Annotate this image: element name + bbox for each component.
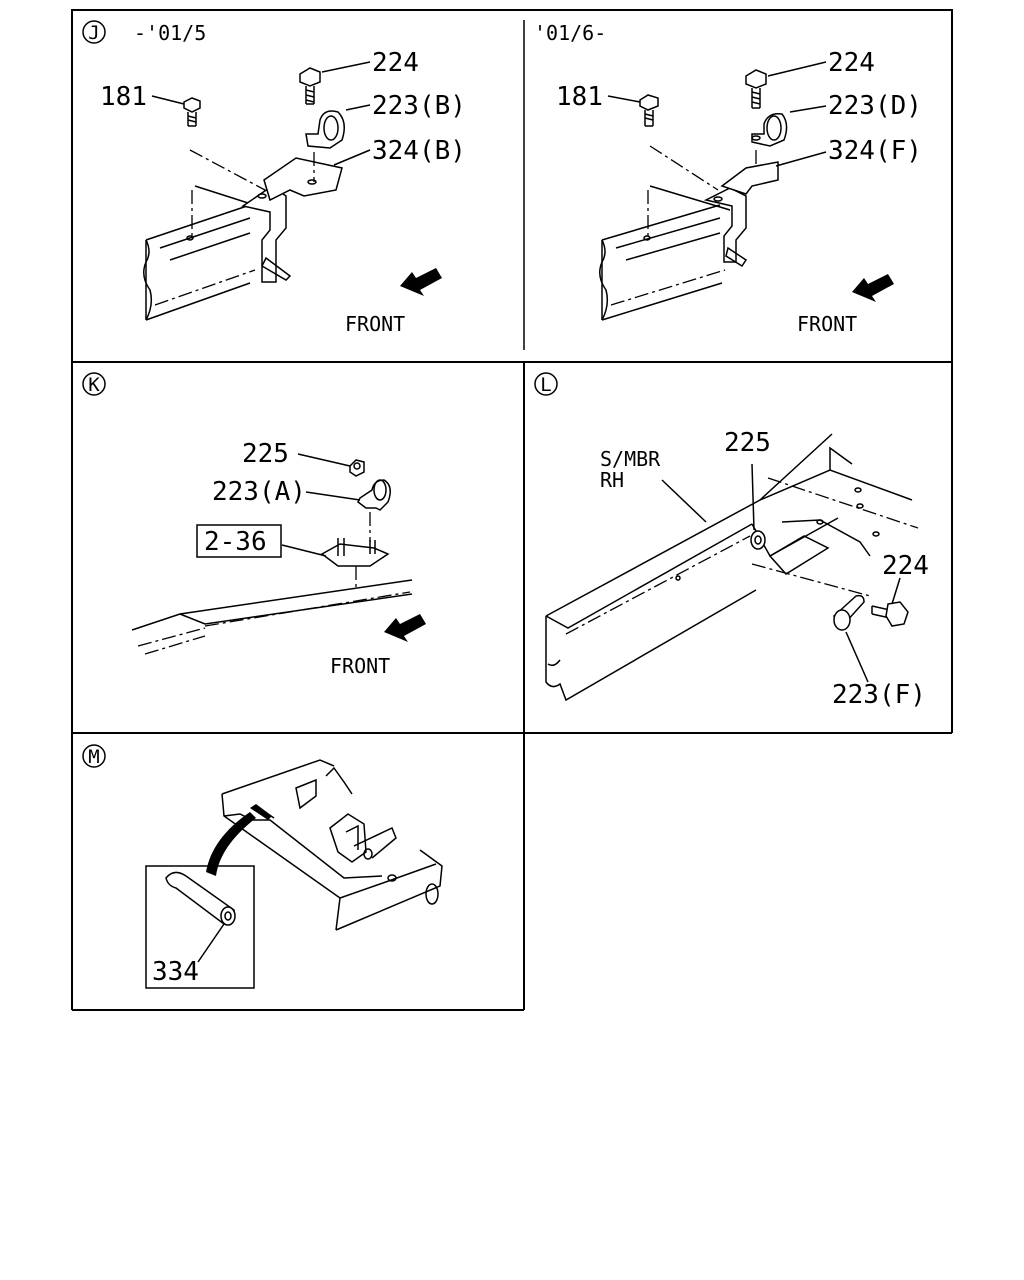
bolt-181-j-left <box>183 97 266 191</box>
front-label-k: FRONT <box>330 654 390 678</box>
frame-rail-k <box>131 579 413 655</box>
bolt-181-j-right <box>639 94 719 191</box>
bracket-324b <box>241 157 343 283</box>
callout-324f: 324(F) <box>828 136 922 166</box>
member-label-line1: S/MBR <box>600 447 661 471</box>
panel-grid <box>71 9 953 1011</box>
clip-223a <box>357 479 391 511</box>
front-arrow-icon <box>400 268 442 296</box>
callout-223a: 223(A) <box>212 477 306 507</box>
ref-box-2-36 <box>196 524 282 558</box>
panel-j-right-range: '01/6- <box>534 21 606 45</box>
callout-223f: 223(F) <box>832 680 926 710</box>
nut-225-l <box>750 530 766 550</box>
panel-m-marker <box>82 744 106 768</box>
callout-223b: 223(B) <box>372 91 466 121</box>
panel-m: M 334 <box>82 744 443 989</box>
bolt-224-j-right <box>745 69 767 109</box>
bolt-224-j-left <box>299 67 321 105</box>
clip-223d <box>751 112 788 164</box>
frame-rail-j-right <box>599 185 731 321</box>
callout-223d: 223(D) <box>828 91 922 121</box>
curved-arrow-icon <box>206 812 256 876</box>
callout-225-l: 225 <box>724 428 771 458</box>
front-label-j-left: FRONT <box>345 312 405 336</box>
frame-crossmember-m <box>221 759 443 931</box>
bracket-k <box>320 512 390 590</box>
bracket-324f <box>703 161 779 268</box>
panel-k-marker <box>82 372 106 396</box>
frame-rail-j-left <box>143 185 271 321</box>
panel-k-letter: K <box>88 374 100 396</box>
callout-224-l: 224 <box>882 551 929 581</box>
ref-2-36: 2-36 <box>204 527 267 557</box>
panel-j-letter: J <box>88 22 99 44</box>
callout-224-j-right: 224 <box>828 48 875 78</box>
member-label-line2: RH <box>600 468 624 492</box>
callout-181-j-right: 181 <box>556 82 603 112</box>
panel-l: L <box>534 372 929 710</box>
pad-334 <box>165 871 236 926</box>
panel-l-letter: L <box>540 374 551 396</box>
clip-223b <box>305 110 345 182</box>
panel-j-right: '01/6- <box>534 21 922 336</box>
callout-225-k: 225 <box>242 439 289 469</box>
panel-j-marker <box>82 20 106 44</box>
callout-224-j-left: 224 <box>372 48 419 78</box>
panel-l-marker <box>534 372 558 396</box>
panel-m-letter: M <box>88 746 99 768</box>
front-label-j-right: FRONT <box>797 312 857 336</box>
panel-j-left: J -'01/5 <box>82 20 466 336</box>
side-member-rh <box>545 433 919 702</box>
callout-181-j-left: 181 <box>100 82 147 112</box>
detail-box-334 <box>145 865 255 989</box>
front-arrow-icon <box>852 274 894 302</box>
callout-324b: 324(B) <box>372 136 466 166</box>
bolt-224-l <box>871 601 909 627</box>
panel-j-left-range: -'01/5 <box>134 21 206 45</box>
clip-223f <box>832 594 865 631</box>
callout-334: 334 <box>152 957 199 987</box>
panel-k: K 225 223(A) 2-36 F <box>82 372 426 678</box>
front-arrow-icon <box>384 614 426 642</box>
nut-225-k <box>349 459 365 477</box>
